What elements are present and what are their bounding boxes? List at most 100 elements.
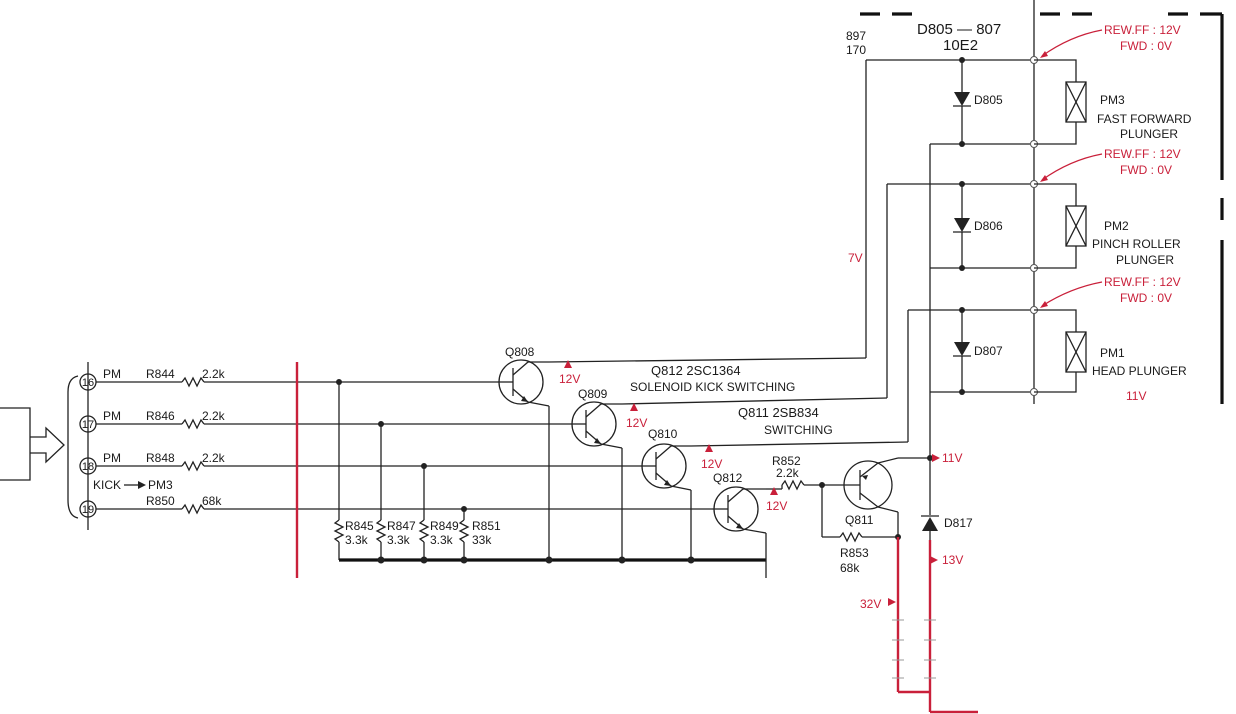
q808-12v-marker: 12V: [559, 360, 580, 386]
r847: [376, 424, 386, 560]
input-line-17: [96, 419, 570, 429]
q812-12v-marker: 12V: [766, 487, 787, 513]
r845: [334, 382, 344, 560]
r850-value: 68k: [202, 494, 222, 508]
pm1-desc-1: HEAD PLUNGER: [1092, 364, 1187, 378]
connector-pin-19: 19 KICK PM3: [79, 478, 173, 518]
input-line-16: [96, 377, 497, 387]
q812-function-label: SOLENOID KICK SWITCHING: [630, 380, 795, 394]
svg-text:FWD : 0V: FWD : 0V: [1120, 291, 1172, 305]
d806-diode: [953, 181, 971, 271]
r847-label: R847: [387, 519, 416, 533]
r844-value: 2.2k: [202, 367, 226, 381]
edge-label-bottom: 170: [846, 43, 866, 57]
svg-text:12V: 12V: [559, 372, 580, 386]
svg-text:12V: 12V: [766, 499, 787, 513]
svg-text:19: 19: [82, 504, 94, 516]
r846-value: 2.2k: [202, 409, 226, 423]
svg-text:FWD : 0V: FWD : 0V: [1120, 163, 1172, 177]
q812-part-label: Q812 2SC1364: [651, 363, 741, 378]
pm3-desc-1: FAST FORWARD: [1097, 112, 1192, 126]
input-line-19: [96, 504, 712, 514]
q809-transistor: [570, 401, 623, 560]
r851-label: R851: [472, 519, 501, 533]
r846-label: R846: [146, 409, 175, 423]
d805-label: D805: [974, 93, 1003, 107]
svg-text:11V: 11V: [942, 451, 962, 465]
pm2-voltage: REW.FF : 12V FWD : 0V: [1040, 147, 1181, 182]
svg-text:12V: 12V: [701, 457, 722, 471]
r849: [419, 466, 429, 560]
q809-label: Q809: [578, 387, 608, 401]
pm2-desc-2: PLUNGER: [1116, 253, 1174, 267]
r852-label: R852: [772, 454, 801, 468]
pm1-voltage: REW.FF : 12V FWD : 0V: [1040, 275, 1181, 308]
q812-label: Q812: [713, 471, 743, 485]
pm1-plunger: [1034, 309, 1087, 393]
pm3-plunger: [1034, 59, 1087, 145]
d817-13v-marker: 13V: [930, 553, 963, 567]
svg-text:18: 18: [82, 461, 94, 473]
supply-32v-line: [896, 537, 978, 714]
svg-text:PM3: PM3: [148, 478, 173, 492]
d807-label: D807: [974, 344, 1003, 358]
r845-value: 3.3k: [345, 533, 369, 547]
edge-label-top: 897: [846, 29, 866, 43]
r853-label: R853: [840, 546, 869, 560]
q811-11v-marker: 11V: [932, 451, 962, 465]
r850-label: R850: [146, 494, 175, 508]
board-edge-dashes: [860, 12, 1224, 404]
diode-group-position: 10E2: [943, 37, 978, 54]
pm2-desc-1: PINCH ROLLER: [1092, 237, 1181, 251]
q808-label: Q808: [505, 345, 535, 359]
pm3-label: PM3: [1100, 93, 1125, 107]
svg-text:PM: PM: [103, 409, 121, 423]
q810-collector-wire: [690, 309, 1030, 447]
svg-text:32V: 32V: [860, 597, 881, 611]
plunger-supply-line: [929, 143, 1030, 458]
svg-text:13V: 13V: [942, 553, 963, 567]
svg-text:PM: PM: [103, 451, 121, 465]
d807-diode: [953, 307, 971, 395]
q809-12v-marker: 12V: [626, 403, 647, 430]
r851: [459, 509, 469, 560]
svg-text:PM: PM: [103, 367, 121, 381]
svg-text:17: 17: [82, 419, 94, 431]
connector-pin-18: 18 PM: [79, 451, 121, 475]
d806-label: D806: [974, 219, 1003, 233]
r852: [766, 480, 822, 490]
r852-value: 2.2k: [776, 466, 800, 480]
r845-label: R845: [345, 519, 374, 533]
r848-value: 2.2k: [202, 451, 226, 465]
pm3-desc-2: PLUNGER: [1120, 127, 1178, 141]
connector-pin-16: 16 PM: [79, 367, 121, 391]
q810-transistor: [640, 443, 692, 560]
diode-group-label: D805 — 807: [917, 21, 1001, 38]
svg-text:FWD : 0V: FWD : 0V: [1120, 39, 1172, 53]
q809-collector-wire: [621, 183, 1030, 405]
q808-collector-wire: [548, 59, 1030, 363]
svg-text:REW.FF : 12V: REW.FF : 12V: [1104, 23, 1181, 37]
r849-label: R849: [430, 519, 459, 533]
d817-diode: [921, 458, 939, 540]
q812-transistor: [712, 486, 767, 578]
svg-text:16: 16: [82, 377, 94, 389]
r849-value: 3.3k: [430, 533, 454, 547]
pm1-11v-label: 11V: [1126, 389, 1146, 403]
r847-value: 3.3k: [387, 533, 411, 547]
d817-label: D817: [944, 516, 973, 530]
pm3-voltage: REW.FF : 12V FWD : 0V: [1040, 23, 1181, 58]
source-block: [0, 407, 65, 481]
d805-diode: [953, 57, 971, 147]
r851-value: 33k: [472, 533, 492, 547]
harness-ticks: [892, 619, 936, 679]
r853: [821, 485, 898, 542]
q811-part-label: Q811 2SB834: [738, 405, 819, 420]
svg-text:REW.FF : 12V: REW.FF : 12V: [1104, 147, 1181, 161]
svg-text:12V: 12V: [626, 416, 647, 430]
input-line-18: [96, 461, 640, 471]
pm2-plunger: [1034, 183, 1087, 269]
q810-12v-marker: 12V: [701, 444, 722, 471]
r844-label: R844: [146, 367, 175, 381]
